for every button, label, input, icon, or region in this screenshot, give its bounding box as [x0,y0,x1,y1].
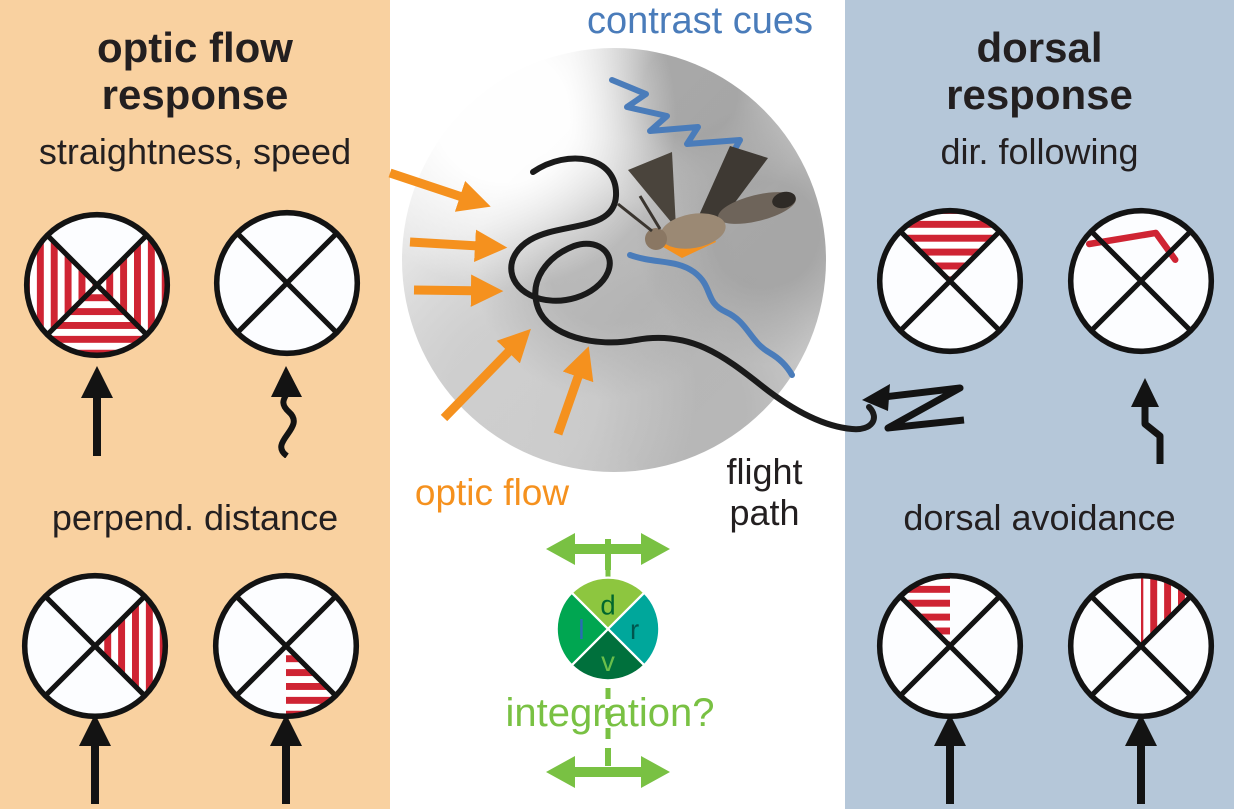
svg-text:r: r [630,614,639,645]
panel-title-line: response [946,71,1133,118]
perpendicular-distance-label: perpend. distance [51,497,339,538]
stimulus-lateral-both-and-ventral [23,211,171,359]
stimulus-none [213,209,361,357]
straight-up-arrow-icon [73,714,117,806]
straight-up-arrow-icon [1119,714,1163,806]
dir-following-label: dir. following [940,131,1139,172]
svg-text:l: l [578,614,584,645]
vegetation-photo-circle [402,48,826,472]
stimulus-lateral-right [21,572,169,720]
stimulus-ventral-right-half [212,572,360,720]
panel-title-line: response [101,71,289,118]
arrowhead-left-icon [546,533,575,565]
dorsal-panel-title: dorsal response [845,24,1234,118]
panel-title-line: dorsal [976,24,1103,71]
stimulus-dorsal-left-half [876,572,1024,720]
stimulus-dorsal-right-half [1067,572,1215,720]
optic-flow-label: optic flow [414,472,570,513]
contrast-cues-label: contrast cues [587,0,813,42]
svg-text:v: v [601,646,615,677]
arrowhead-left-icon [546,756,575,788]
flight-path-label-line: path [729,492,800,533]
integration-label: integration? [505,691,715,735]
straightness-speed-label: straightness, speed [38,131,352,172]
optic-flow-panel-title: optic flow response [0,24,390,118]
panel-title-line: optic flow [97,24,293,71]
straight-up-arrow-icon [928,714,972,806]
dorsal-avoidance-label: dorsal avoidance [903,497,1176,538]
svg-text:d: d [600,589,615,620]
bent-up-arrow-icon [1130,374,1174,466]
optic-flow-panel: optic flow response straightness, speed … [0,0,390,809]
straight-up-arrow-icon [264,714,308,806]
arrowhead-right-icon [641,533,670,565]
zigzag-left-arrow-icon [862,384,974,442]
dorsal-panel: dorsal response dir. following dorsal av… [845,0,1234,809]
stimulus-dorsal-zigzag [1067,207,1215,355]
flight-path-label: flight path [697,451,832,533]
flight-path-label-line: flight [726,451,803,492]
arrowhead-right-icon [641,756,670,788]
stimulus-dorsal-full [876,207,1024,355]
straight-up-arrow-icon [75,366,119,458]
wavy-up-arrow-icon [265,366,309,459]
